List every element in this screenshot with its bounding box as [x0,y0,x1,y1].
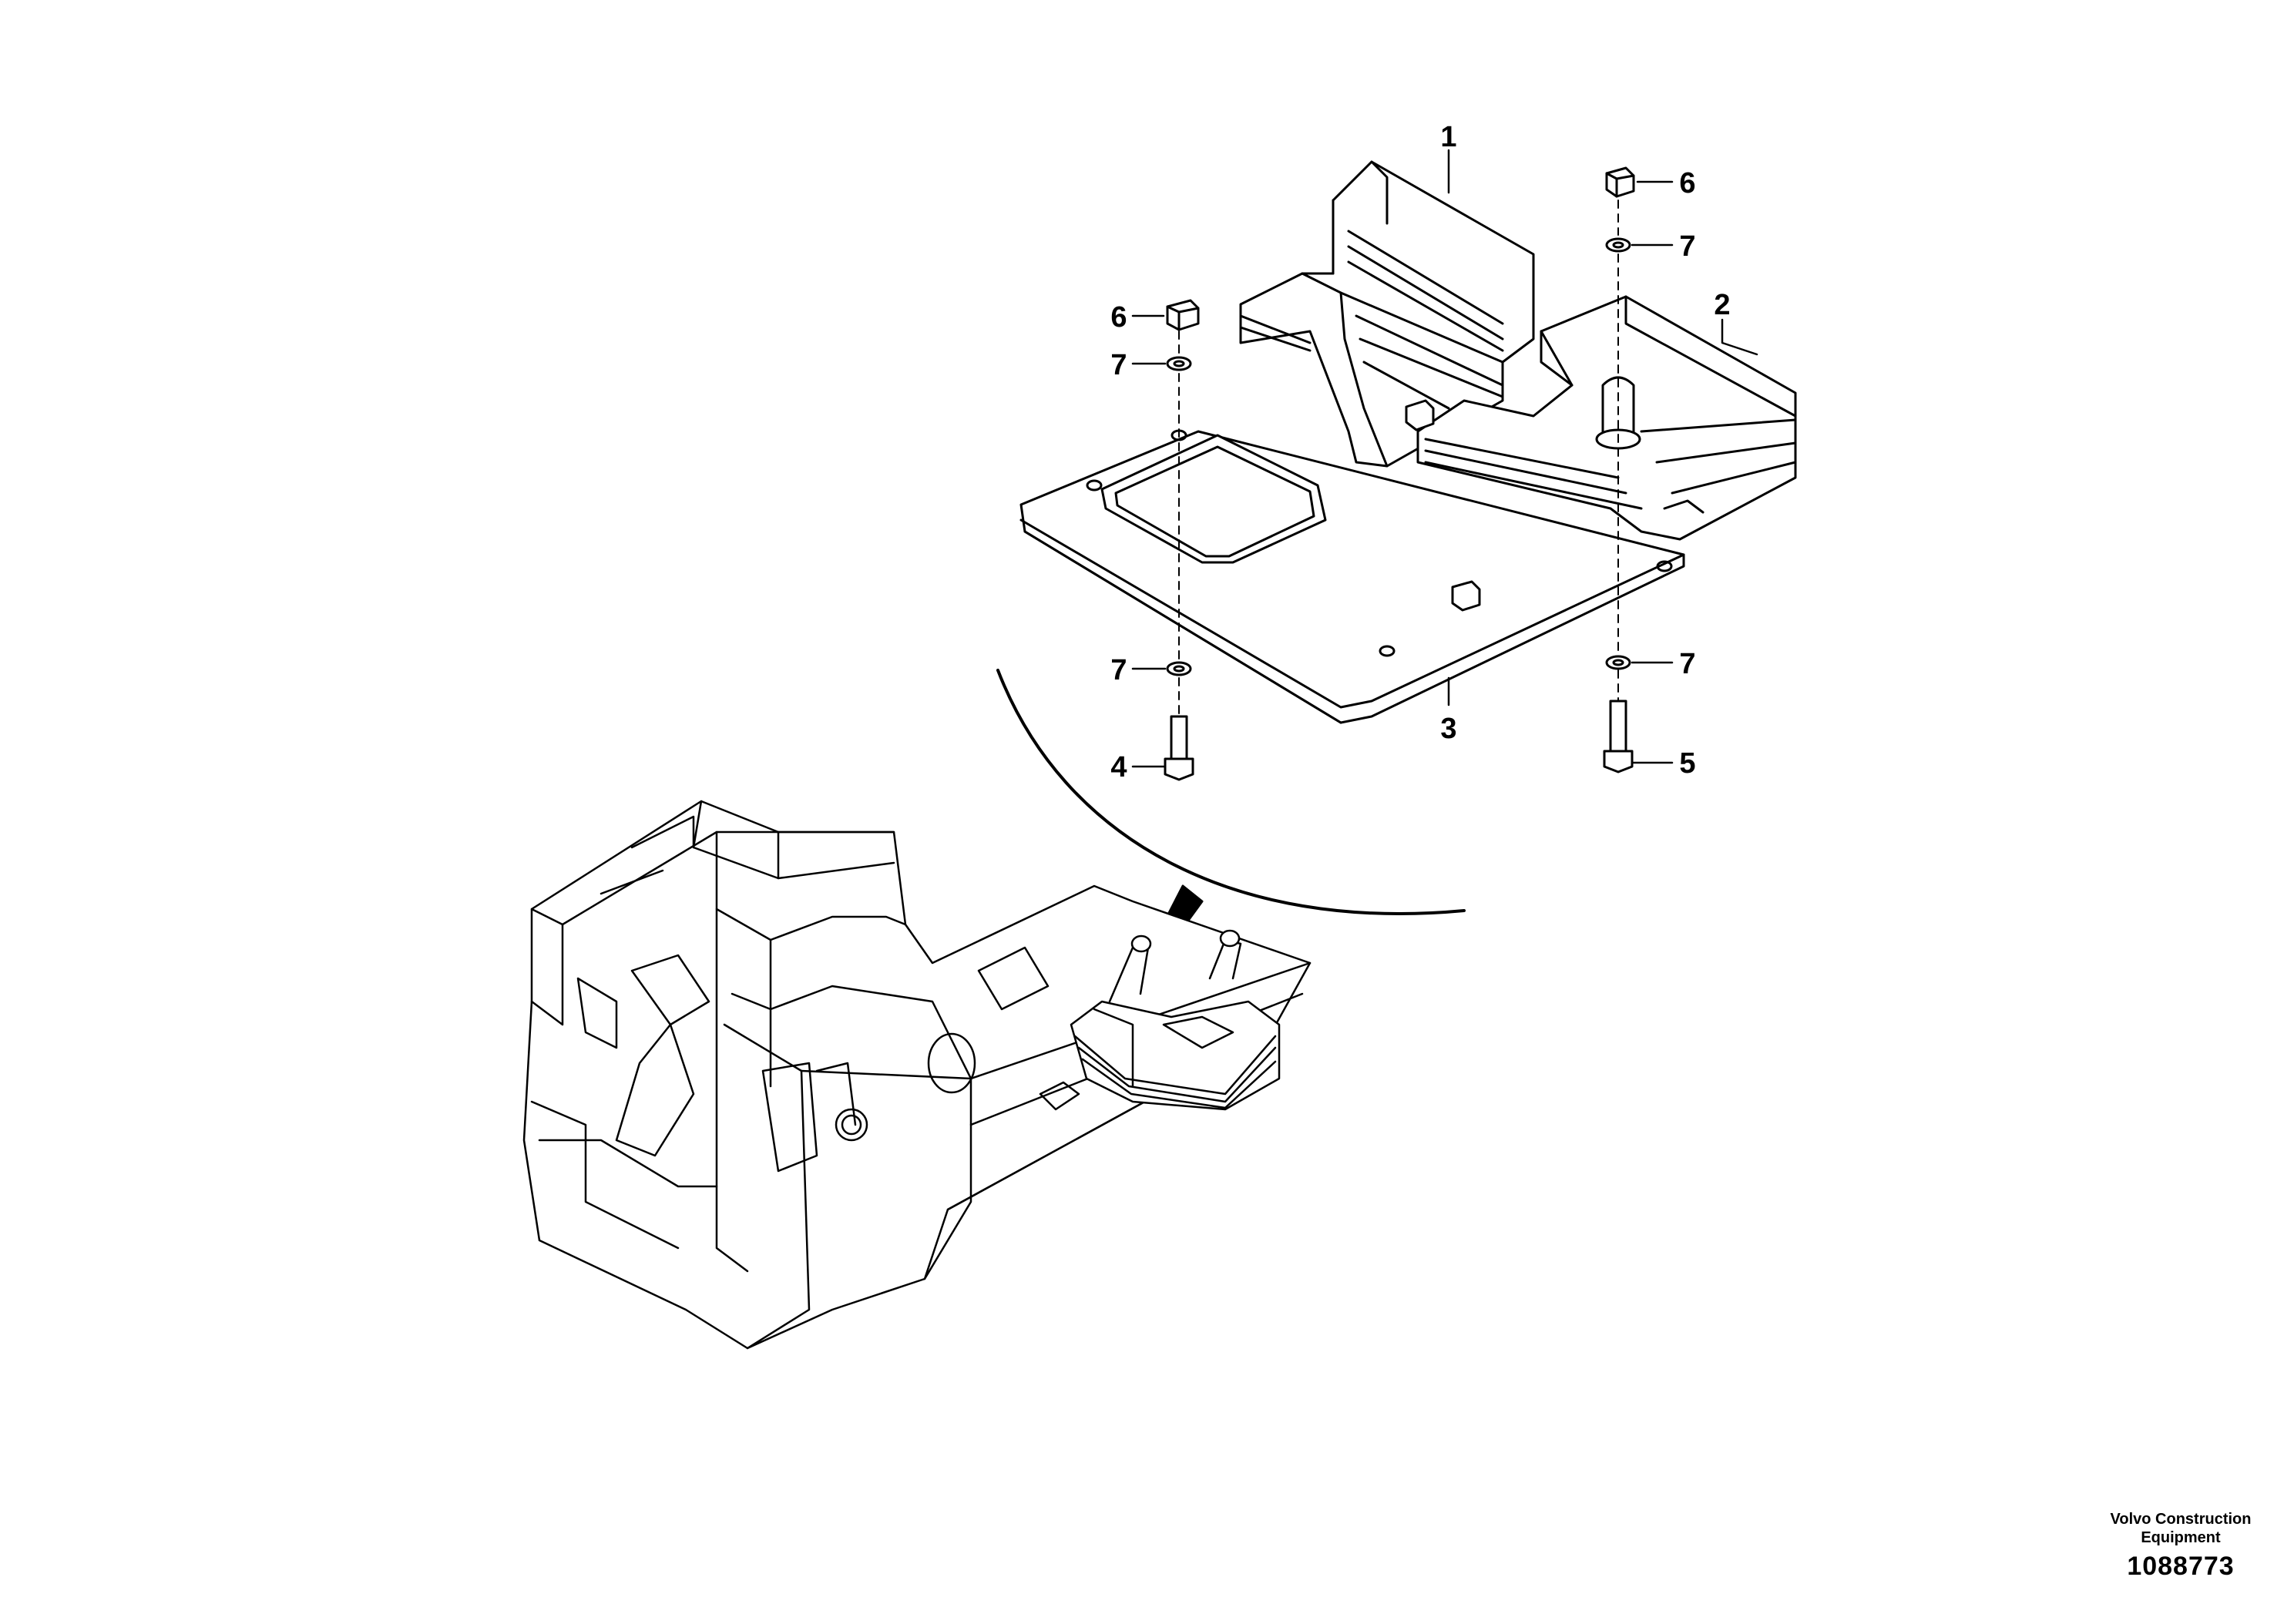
center-lines [1178,200,1619,717]
weight-stack-1 [1239,160,1535,468]
callout-7-lower-right: 7 [1679,648,1695,680]
callout-7-upper-left: 7 [1110,349,1127,381]
callout-6-left: 6 [1110,301,1127,334]
machine-counterweight [1070,1000,1281,1111]
callout-4: 4 [1110,751,1127,783]
callout-1: 1 [1440,121,1456,153]
company-name-line2: Equipment [2141,1529,2221,1546]
machine-frame [522,800,1312,1350]
callout-7-lower-left: 7 [1110,654,1127,686]
fastener-bolt-5 [1603,700,1634,773]
callout-7-upper-right: 7 [1679,230,1695,263]
fastener-washer-7-upper-right [1605,237,1631,253]
callout-5: 5 [1679,747,1695,780]
drawing-number: 1088773 [2127,1552,2235,1581]
detail-arc [996,669,1466,915]
plate-window [1100,434,1327,564]
fastener-bolt-4 [1164,715,1194,781]
callout-2: 2 [1714,289,1730,321]
company-name-line1: Volvo Construction [2110,1511,2252,1528]
fastener-nut-6-left [1166,299,1200,331]
fastener-nut-mounted-top [1405,399,1435,431]
weight-stack-2 [1416,295,1797,541]
fastener-washer-7-lower-right [1605,655,1631,670]
callout-3: 3 [1440,713,1456,745]
callout-6-right: 6 [1679,167,1695,200]
callout-labels: 1 2 3 4 5 6 6 7 7 7 7 [1110,121,1730,783]
fastener-nut-mounted [1451,580,1481,612]
fastener-washer-7-upper-left [1166,356,1192,371]
fastener-washer-7-lower-left [1166,661,1192,676]
drawing-footer: Volvo Construction Equipment 1088773 [2081,1510,2281,1582]
leader-lines [1131,149,1758,768]
fastener-nut-6-right [1605,166,1635,198]
